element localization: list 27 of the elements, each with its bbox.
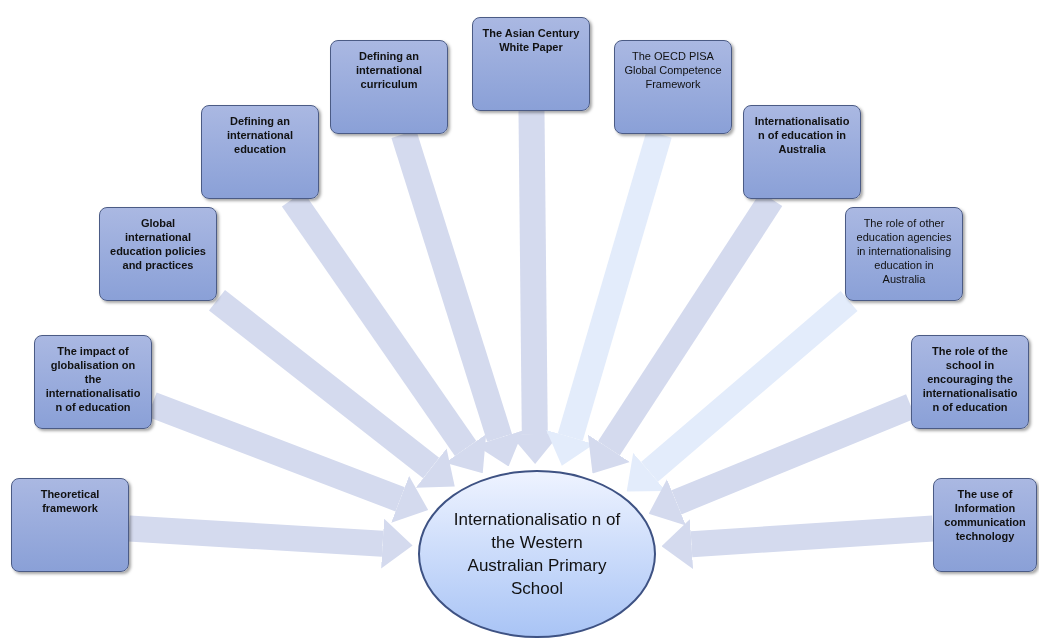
arrow [128,515,413,569]
topic-text: The role of other education agencies in internationalising education in Australia [855,216,953,286]
topic-box [911,335,1029,429]
topic-text: Global international education policies and practices [109,216,207,272]
topic-text: Internationalisatio n of education in Australia [753,114,851,156]
topic-box [11,478,129,572]
topic-text: Defining an international curriculum [355,49,423,91]
topic-text: Defining an international education [226,114,294,156]
topic-box [614,40,732,134]
topic-box [99,207,217,301]
topic-box [933,478,1037,572]
topic-box [743,105,861,199]
arrow [661,515,934,570]
topic-box [845,207,963,301]
topic-box [472,17,590,111]
central-topic-text: Internationalisatio n of the Western Australian Primary School [452,509,622,600]
topic-text: The OECD PISA Global Competence Framework [623,49,723,91]
arrow [209,290,455,488]
topic-text: The use of Information communication technology [943,487,1027,543]
topic-text: The Asian Century White Paper [481,26,581,54]
topic-box [330,40,448,134]
topic-text: Theoretical framework [39,487,101,515]
topic-box [201,105,319,199]
topic-text: The impact of globalisation on the internationalisatio n of education [44,344,142,414]
topic-box [34,335,152,429]
arrow [626,291,858,492]
topic-text: The role of the school in encouraging the internationalisatio n of education [921,344,1019,414]
